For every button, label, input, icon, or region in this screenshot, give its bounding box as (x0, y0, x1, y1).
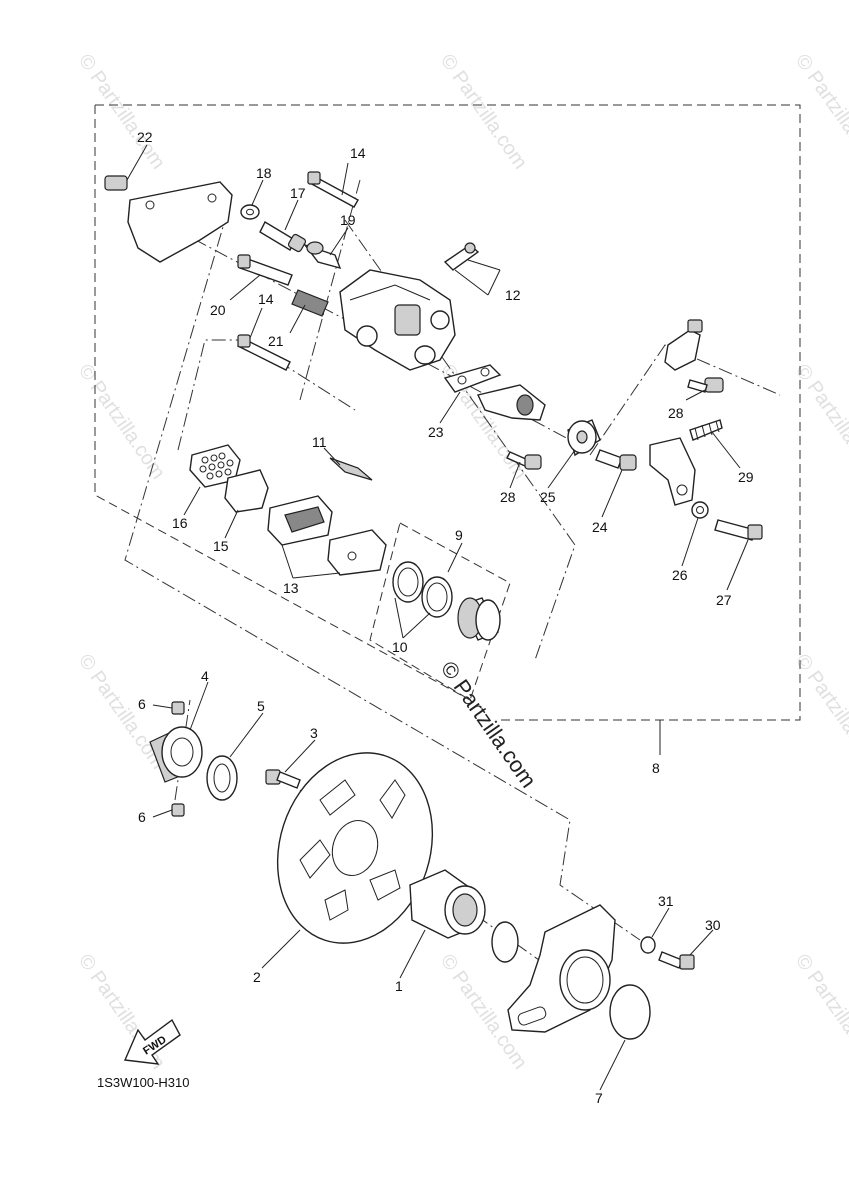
watermark-bottom-right: © Partzilla.com (791, 950, 849, 1073)
caliper-bracket-lower (507, 904, 616, 1033)
callout-28-lower: 28 (500, 489, 516, 505)
callout-15: 15 (213, 538, 229, 554)
piston (457, 597, 501, 641)
caliper-body (339, 269, 456, 371)
callout-23: 23 (428, 424, 444, 440)
callout-20: 20 (210, 302, 226, 318)
callout-12: 12 (505, 287, 521, 303)
watermark-top-center: © Partzilla.com (436, 50, 531, 173)
caliper-support-bracket (477, 384, 546, 421)
leader-lines (126, 144, 749, 1091)
callout-6-bottom: 6 (138, 809, 146, 825)
spring-29 (689, 419, 723, 441)
callout-24: 24 (592, 519, 608, 535)
nut-26 (691, 501, 709, 519)
callout-25: 25 (540, 489, 556, 505)
callout-10: 10 (392, 639, 408, 655)
bolt-3 (265, 769, 301, 789)
ring-7 (609, 984, 651, 1040)
callout-4: 4 (201, 668, 209, 684)
callout-27: 27 (716, 592, 732, 608)
watermark-mid-left: © Partzilla.com (74, 360, 169, 483)
shim-16 (189, 444, 241, 488)
shim-15 (224, 469, 269, 513)
callout-16: 16 (172, 515, 188, 531)
caliper-bracket (104, 175, 233, 263)
brake-disc-2 (276, 752, 434, 944)
piston-seal-10a (392, 561, 424, 603)
callout-11: 11 (312, 434, 327, 450)
callout-9: 9 (455, 527, 463, 543)
callouts: 22 18 17 14 19 12 20 14 21 23 28 29 11 2… (137, 129, 754, 1106)
bleed-screw-12 (443, 242, 501, 296)
bolt-14-top (307, 171, 359, 208)
pin-20 (237, 254, 293, 286)
collar-4 (149, 726, 203, 783)
callout-1: 1 (395, 978, 403, 994)
callout-26: 26 (672, 567, 688, 583)
boot-21 (291, 289, 329, 317)
watermark-center: © Partzilla.com (436, 657, 542, 793)
seal-plate-23 (443, 364, 502, 393)
callout-29: 29 (738, 469, 754, 485)
o-ring (491, 921, 519, 963)
bolt-28-upper (687, 377, 724, 393)
brake-pad-13-left (267, 495, 333, 546)
torque-bracket (649, 319, 703, 506)
caliper-assembly-outline (94, 104, 801, 755)
piston-seal-10b (421, 576, 453, 618)
callout-2: 2 (253, 969, 261, 985)
watermark-top-left: © Partzilla.com (74, 50, 169, 173)
callout-14-top: 14 (350, 145, 366, 161)
callout-5: 5 (257, 698, 265, 714)
boot-19 (303, 241, 342, 270)
brake-pad-13-right (327, 529, 387, 576)
callout-21: 21 (268, 333, 284, 349)
hub-1 (409, 869, 486, 939)
watermark-top-right: © Partzilla.com (791, 50, 849, 173)
seal-5 (206, 755, 238, 801)
bolt-24 (595, 449, 637, 471)
washer-31 (640, 936, 656, 954)
bolt-28-lower (506, 451, 542, 470)
callout-30: 30 (705, 917, 721, 933)
screw-6-bottom (171, 803, 185, 817)
callout-7: 7 (595, 1090, 603, 1106)
callout-3: 3 (310, 725, 318, 741)
watermark-bottom-left: © Partzilla.com (74, 950, 169, 1073)
callout-31: 31 (658, 893, 674, 909)
callout-22: 22 (137, 129, 153, 145)
bolt-27 (714, 519, 763, 541)
callout-18: 18 (256, 165, 272, 181)
pad-spring-11 (329, 457, 373, 481)
callout-28-upper: 28 (668, 405, 684, 421)
screw-6-top (171, 701, 185, 715)
callout-14-bottom: 14 (258, 291, 274, 307)
pin-bolt-17 (259, 221, 307, 253)
callout-19: 19 (340, 212, 356, 228)
diagram-reference-code: 1S3W100-H310 (97, 1075, 190, 1090)
callout-8: 8 (652, 760, 660, 776)
callout-17: 17 (290, 185, 306, 201)
washer-18 (240, 204, 260, 220)
bolt-30 (658, 951, 695, 970)
bolt-14-bottom (237, 334, 291, 371)
roller-25 (567, 419, 601, 457)
callout-6-top: 6 (138, 696, 146, 712)
callout-13: 13 (283, 580, 299, 596)
